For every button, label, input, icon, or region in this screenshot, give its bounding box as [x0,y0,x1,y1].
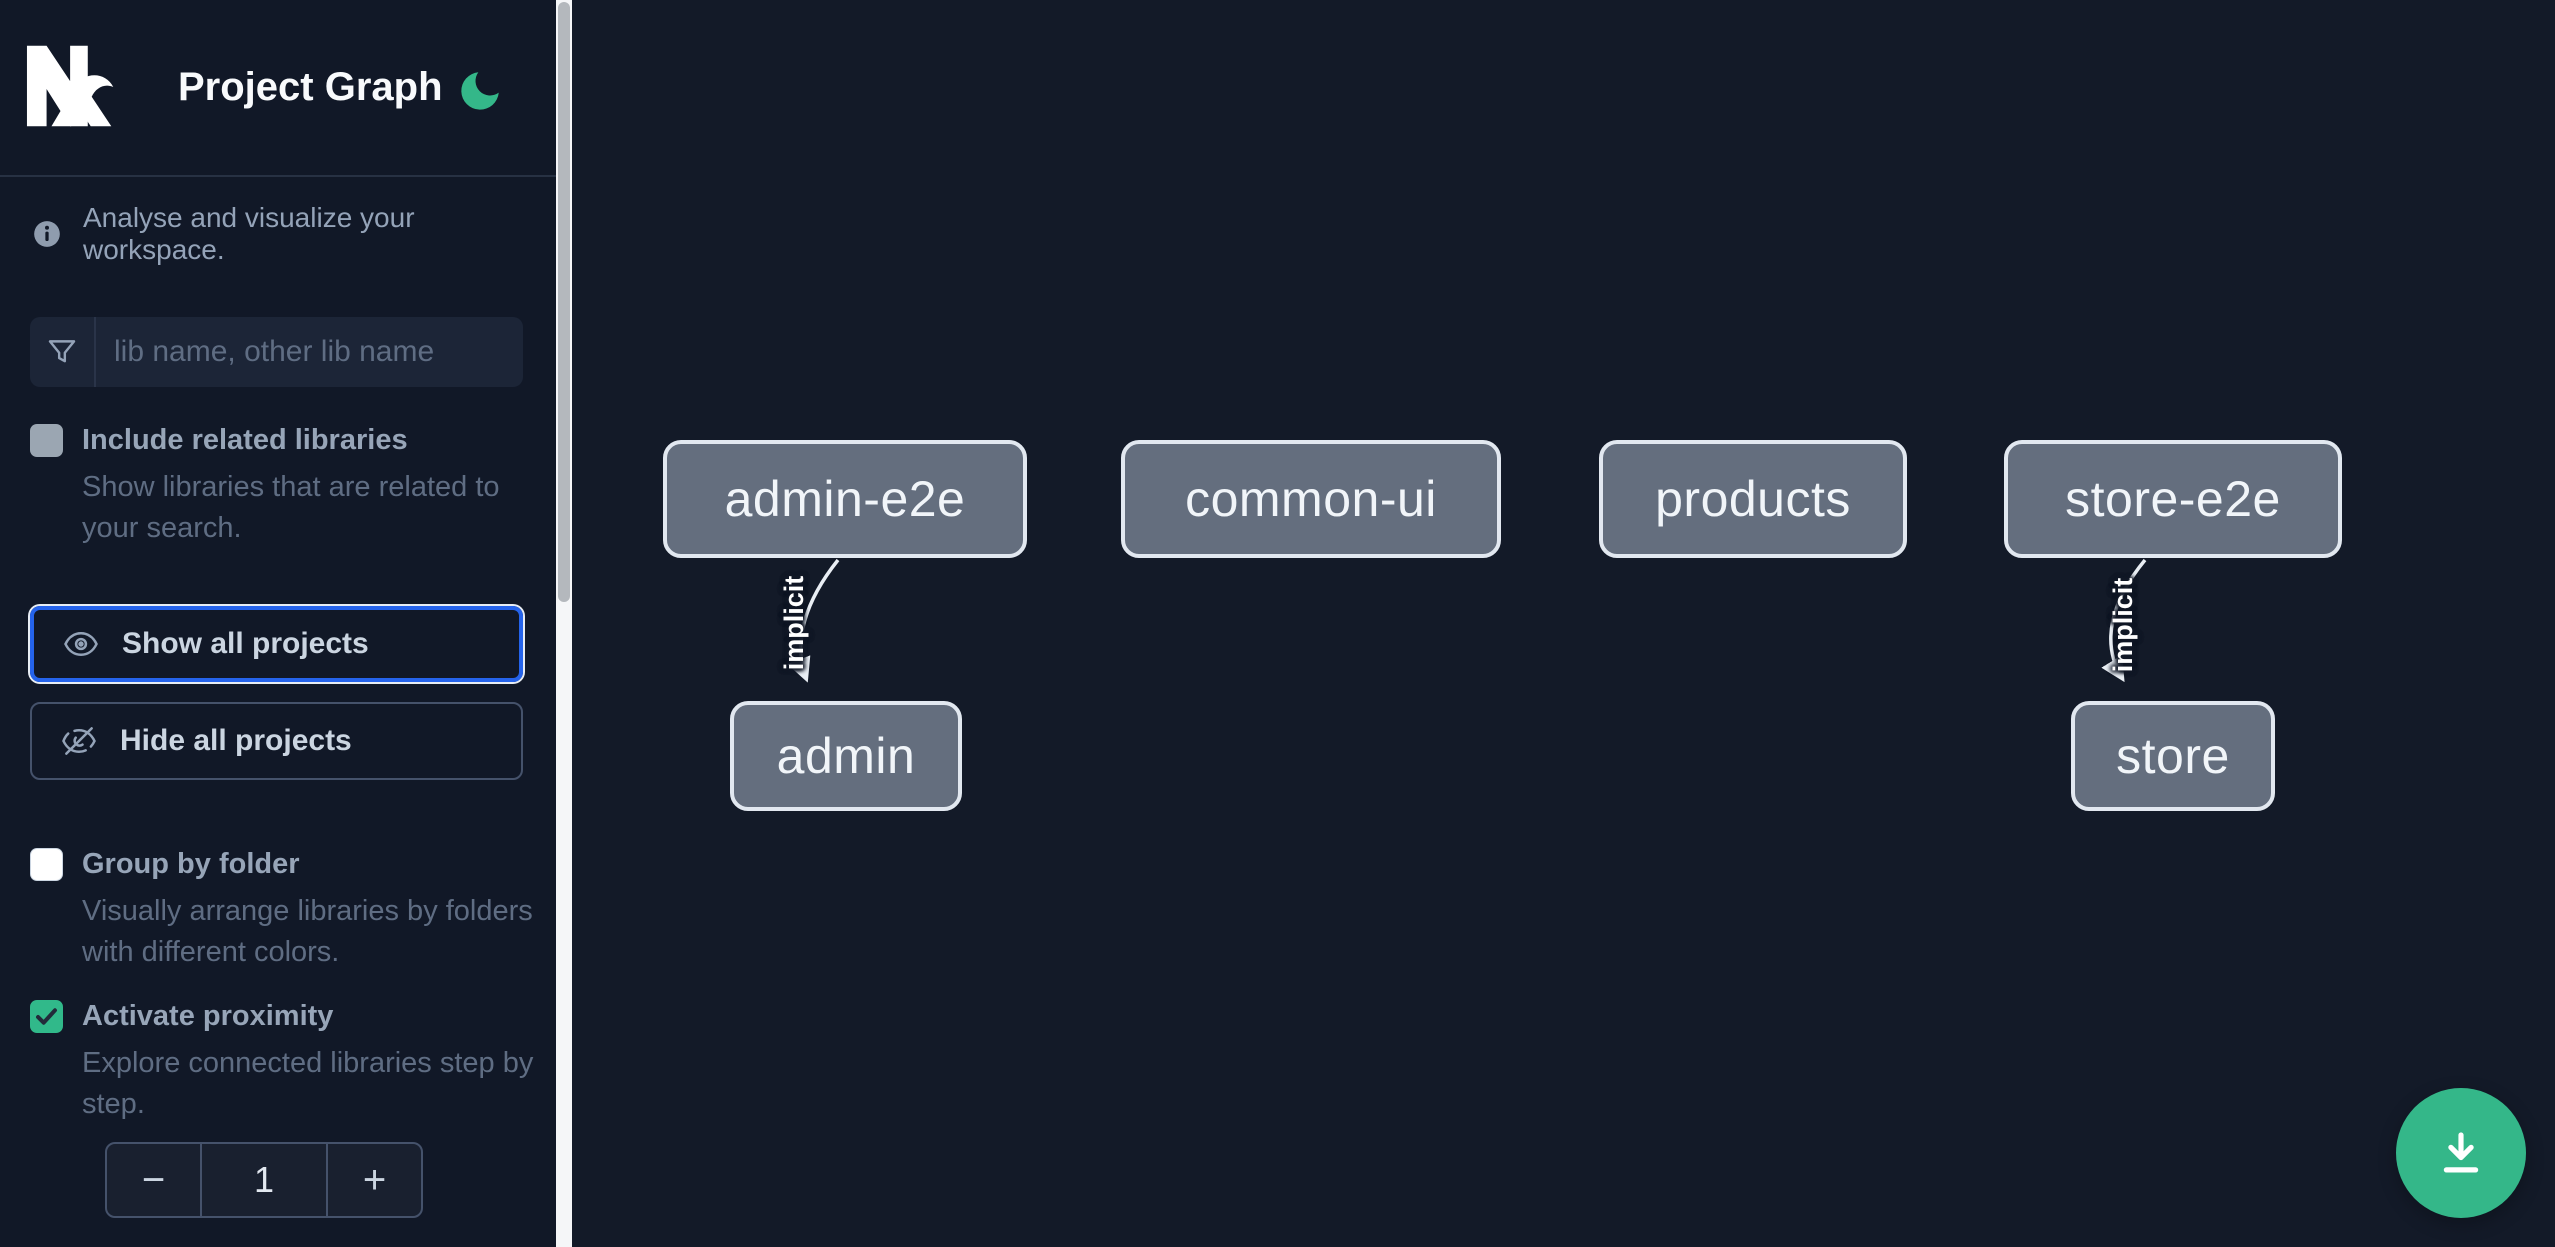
filter-box [30,317,523,387]
graph-node-admin-e2e[interactable]: admin-e2e [663,440,1027,558]
decrement-button[interactable]: − [141,1157,166,1202]
activate-proximity-description: Explore connected libraries step by step… [82,1047,534,1120]
funnel-icon [30,317,96,387]
group-by-folder-checkbox[interactable] [30,848,63,881]
sidebar-scrollbar-thumb[interactable] [558,2,570,602]
activate-proximity-checkbox[interactable] [30,1000,63,1033]
sidebar: Project Graph Analyse and visualize your… [0,0,556,1247]
nx-logo [25,42,127,130]
graph-node-common-ui[interactable]: common-ui [1121,440,1501,558]
show-all-projects-button[interactable]: Show all projects [30,606,523,682]
download-icon [2434,1126,2488,1180]
workspace-tagline-row: Analyse and visualize your workspace. [33,202,556,266]
proximity-depth-stepper: − 1 + [105,1142,423,1218]
graph-node-products[interactable]: products [1599,440,1907,558]
option-group-by-folder: Group by folder Visually arrange librari… [30,848,533,973]
graph-node-admin[interactable]: admin [730,701,962,811]
eye-off-icon [60,722,98,760]
show-all-projects-label: Show all projects [122,627,369,660]
app-title: Project Graph [178,65,443,109]
group-by-folder-description: Visually arrange libraries by folders wi… [82,895,533,968]
edge-admin-e2e-admin[interactable] [787,558,840,683]
increment-button[interactable]: + [362,1157,387,1202]
edge-store-e2e-store[interactable] [2101,558,2147,683]
info-icon [33,220,61,248]
sidebar-scrollbar-track[interactable] [556,0,572,1247]
checkmark-icon [36,1008,57,1025]
filter-input[interactable] [96,317,523,387]
include-related-description: Show libraries that are related to your … [82,471,500,544]
graph-node-store-e2e[interactable]: store-e2e [2004,440,2342,558]
hide-all-projects-button[interactable]: Hide all projects [30,702,523,780]
group-by-folder-label[interactable]: Group by folder [82,848,300,880]
option-include-related-libraries: Include related libraries Show libraries… [30,424,526,549]
sidebar-header: Project Graph [0,0,556,177]
option-activate-proximity: Activate proximity Explore connected lib… [30,1000,533,1125]
graph-node-store[interactable]: store [2071,701,2275,811]
download-image-button[interactable] [2396,1088,2526,1218]
workspace-tagline: Analyse and visualize your workspace. [83,202,415,265]
hide-all-projects-label: Hide all projects [120,724,352,757]
proximity-depth-value: 1 [200,1144,328,1216]
include-related-checkbox[interactable] [30,424,63,457]
activate-proximity-label[interactable]: Activate proximity [82,1000,334,1032]
edge-label-implicit: implicit [779,575,809,671]
eye-icon [62,625,100,663]
moon-icon[interactable] [455,66,505,116]
edge-label-implicit: implicit [2108,577,2138,673]
include-related-label[interactable]: Include related libraries [82,424,408,456]
